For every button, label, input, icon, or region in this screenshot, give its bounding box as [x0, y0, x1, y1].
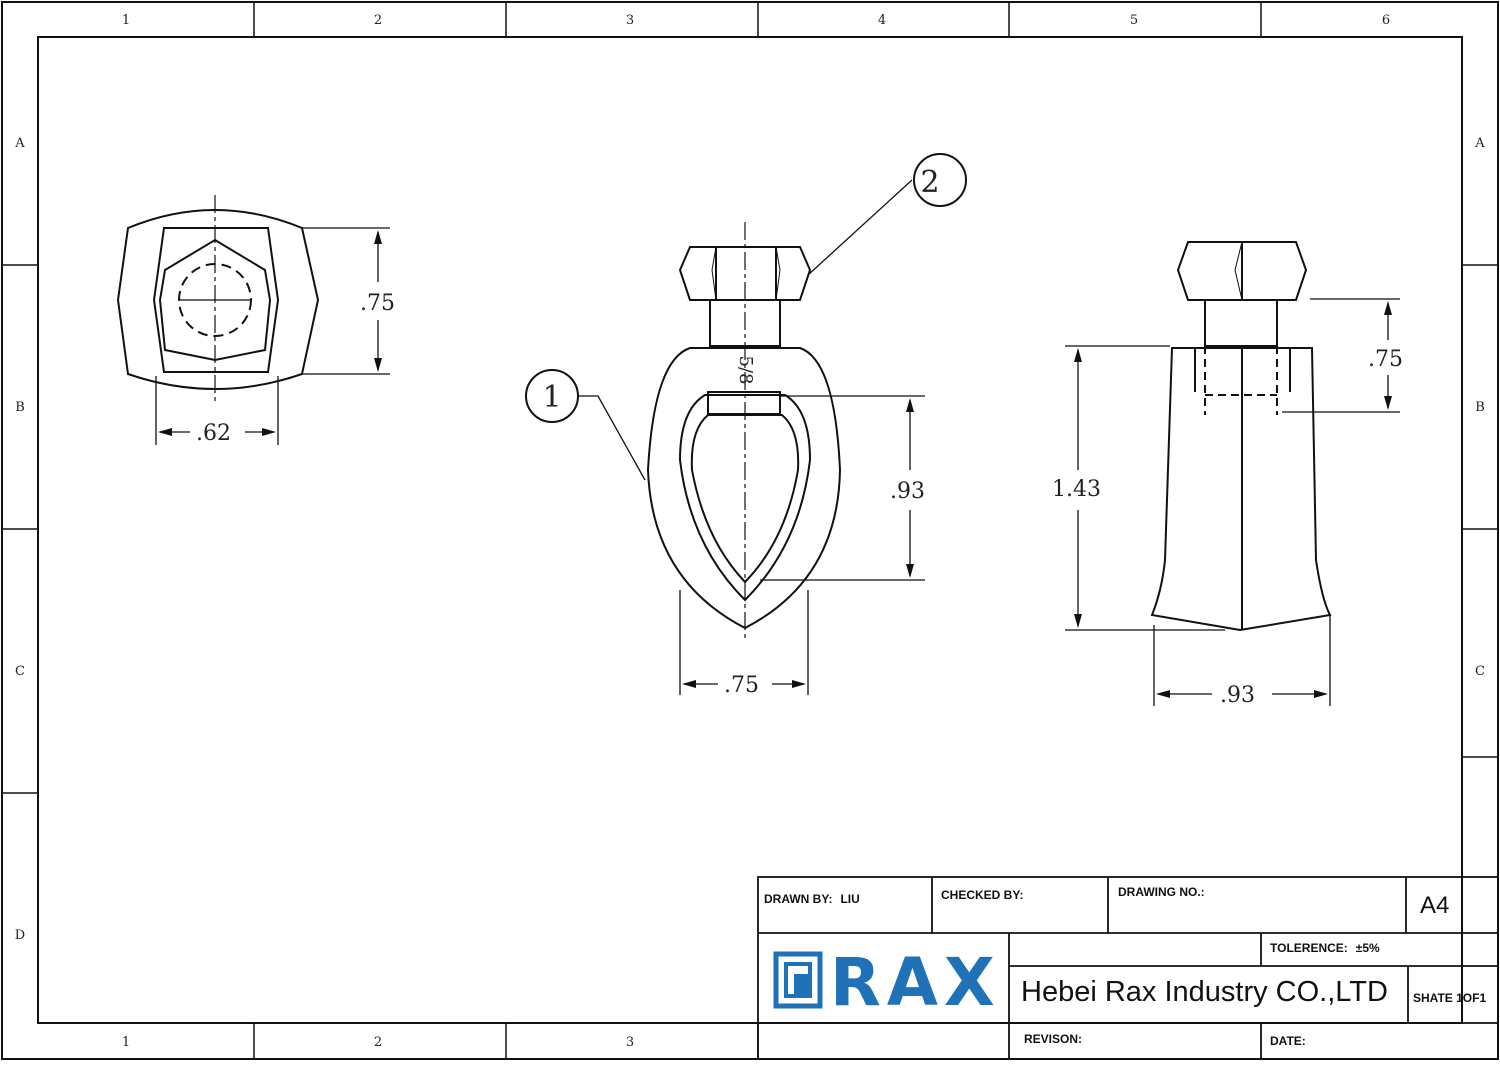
col-label: 1 — [122, 1035, 130, 1050]
drawn-by-field: DRAWN BY: LIU — [764, 890, 860, 908]
drawn-by-value: LIU — [840, 892, 860, 906]
col-label: 3 — [626, 1035, 634, 1050]
title-block-grid — [757, 876, 1499, 1060]
col-label: 4 — [878, 13, 886, 28]
sheet-number: SHATE 1OF1 — [1413, 991, 1487, 1005]
date-label: DATE: — [1270, 1034, 1306, 1048]
row-label: B — [1475, 400, 1485, 415]
company-name: Hebei Rax Industry CO.,LTD — [1021, 976, 1388, 1008]
zone-labels: 1 2 3 4 5 6 1 2 3 A B C D A B C — [14, 13, 1485, 1050]
col-label: 2 — [374, 13, 382, 28]
col-label: 3 — [626, 13, 634, 28]
side-view — [1065, 241, 1400, 706]
rax-logo-mark — [773, 951, 823, 1009]
side-bolt-dim: .75 — [1368, 347, 1403, 372]
row-label: C — [15, 664, 25, 679]
inner-frame — [37, 36, 1463, 1024]
balloon-2-label: 2 — [920, 165, 939, 200]
row-label: B — [15, 400, 25, 415]
tolerance-label: TOLERENCE: — [1270, 941, 1348, 955]
revision-label: REVISON: — [1024, 1032, 1083, 1046]
drawn-by-label: DRAWN BY: — [764, 892, 833, 906]
balloon-2 — [913, 153, 967, 207]
side-width-dim: .93 — [1220, 683, 1255, 708]
row-label: D — [15, 928, 25, 943]
sheet-size: A4 — [1420, 892, 1450, 919]
row-label: A — [1474, 136, 1485, 151]
row-label: A — [14, 136, 25, 151]
col-label: 5 — [1130, 13, 1138, 28]
col-label: 1 — [122, 13, 130, 28]
top-height-dim: .75 — [360, 291, 395, 316]
checked-by-label: CHECKED BY: — [941, 888, 1024, 902]
tolerance-field: TOLERENCE: ±5% — [1270, 939, 1380, 957]
balloon-1-label: 1 — [542, 380, 561, 415]
rax-logo-text: RAX — [830, 944, 1001, 1021]
balloon-1 — [525, 369, 579, 423]
top-view — [116, 195, 390, 445]
size-marking: 5/8 — [735, 356, 756, 385]
front-view — [525, 153, 967, 695]
col-label: 6 — [1382, 13, 1390, 28]
front-loop-dim: .93 — [890, 479, 925, 504]
drawing-no-label: DRAWING NO.: — [1118, 885, 1205, 899]
front-width-dim: .75 — [724, 673, 759, 698]
row-label: C — [1475, 664, 1485, 679]
top-width-dim: .62 — [196, 421, 231, 446]
col-label: 2 — [374, 1035, 382, 1050]
side-height-dim: 1.43 — [1052, 477, 1101, 502]
tolerance-value: ±5% — [1355, 941, 1380, 955]
